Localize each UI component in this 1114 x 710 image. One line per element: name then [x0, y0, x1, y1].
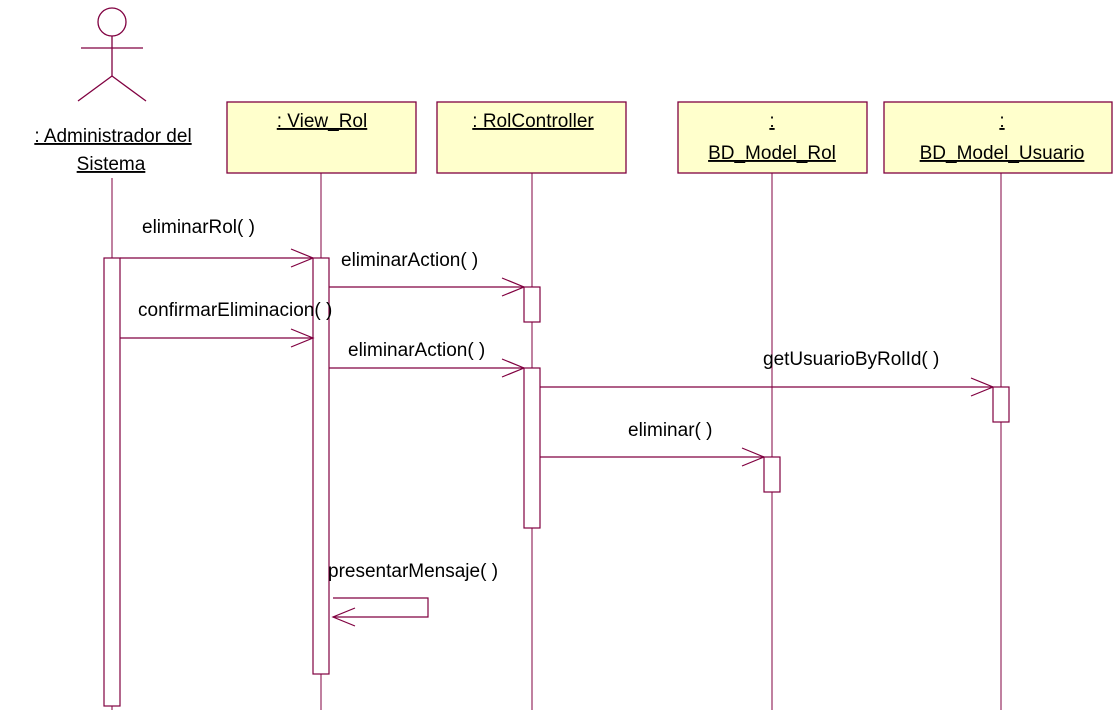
message-label-get-usuario-by-rol-id: getUsuarioByRolId( )	[763, 349, 939, 370]
object-label-bd-model-rol-line1: :	[769, 111, 774, 132]
message-label-eliminar: eliminar( )	[628, 420, 712, 441]
activation-bar-bd-model-usuario	[992, 386, 1010, 423]
activation-bars	[103, 257, 1010, 707]
activation-bar-actor	[103, 257, 121, 707]
activation-bar-rol-controller-1	[523, 286, 541, 323]
message-eliminar-action-2	[329, 358, 526, 378]
actor-name-line1: : Administrador del	[34, 126, 191, 147]
object-box-view-rol[interactable]: : View_Rol	[226, 101, 417, 174]
message-get-usuario-by-rol-id	[540, 377, 995, 397]
message-label-presentar-mensaje: presentarMensaje( )	[328, 561, 498, 582]
object-label-bd-model-rol-line2: BD_Model_Rol	[708, 143, 836, 164]
message-eliminar-action-1	[329, 277, 526, 297]
object-label-bd-model-usuario-line1: :	[999, 111, 1004, 132]
object-box-rol-controller[interactable]: : RolController	[436, 101, 627, 174]
message-label-eliminar-action-2: eliminarAction( )	[348, 340, 485, 361]
object-label-view-rol: : View_Rol	[277, 111, 367, 132]
stick-figure-actor-icon	[77, 7, 147, 102]
message-label-eliminar-rol: eliminarRol( )	[142, 217, 255, 238]
activation-bar-bd-model-rol	[763, 456, 781, 493]
actor-name-line2: Sistema	[77, 154, 146, 175]
message-confirmar-eliminacion	[120, 328, 315, 348]
lifelines	[111, 173, 1002, 710]
object-label-bd-model-usuario-line2: BD_Model_Usuario	[920, 143, 1085, 164]
messages	[120, 248, 995, 627]
object-box-bd-model-rol[interactable]: : BD_Model_Rol	[677, 101, 868, 174]
message-eliminar-rol	[120, 248, 315, 268]
message-eliminar	[540, 447, 766, 467]
message-presentar-mensaje	[331, 597, 429, 627]
message-label-eliminar-action-1: eliminarAction( )	[341, 250, 478, 271]
activation-bar-view-rol	[312, 257, 330, 675]
object-label-rol-controller: : RolController	[472, 111, 594, 132]
object-box-bd-model-usuario[interactable]: : BD_Model_Usuario	[883, 101, 1113, 174]
message-label-confirmar-eliminacion: confirmarEliminacion( )	[138, 300, 332, 321]
actor-administrador	[77, 7, 147, 102]
activation-bar-rol-controller-2	[523, 367, 541, 529]
